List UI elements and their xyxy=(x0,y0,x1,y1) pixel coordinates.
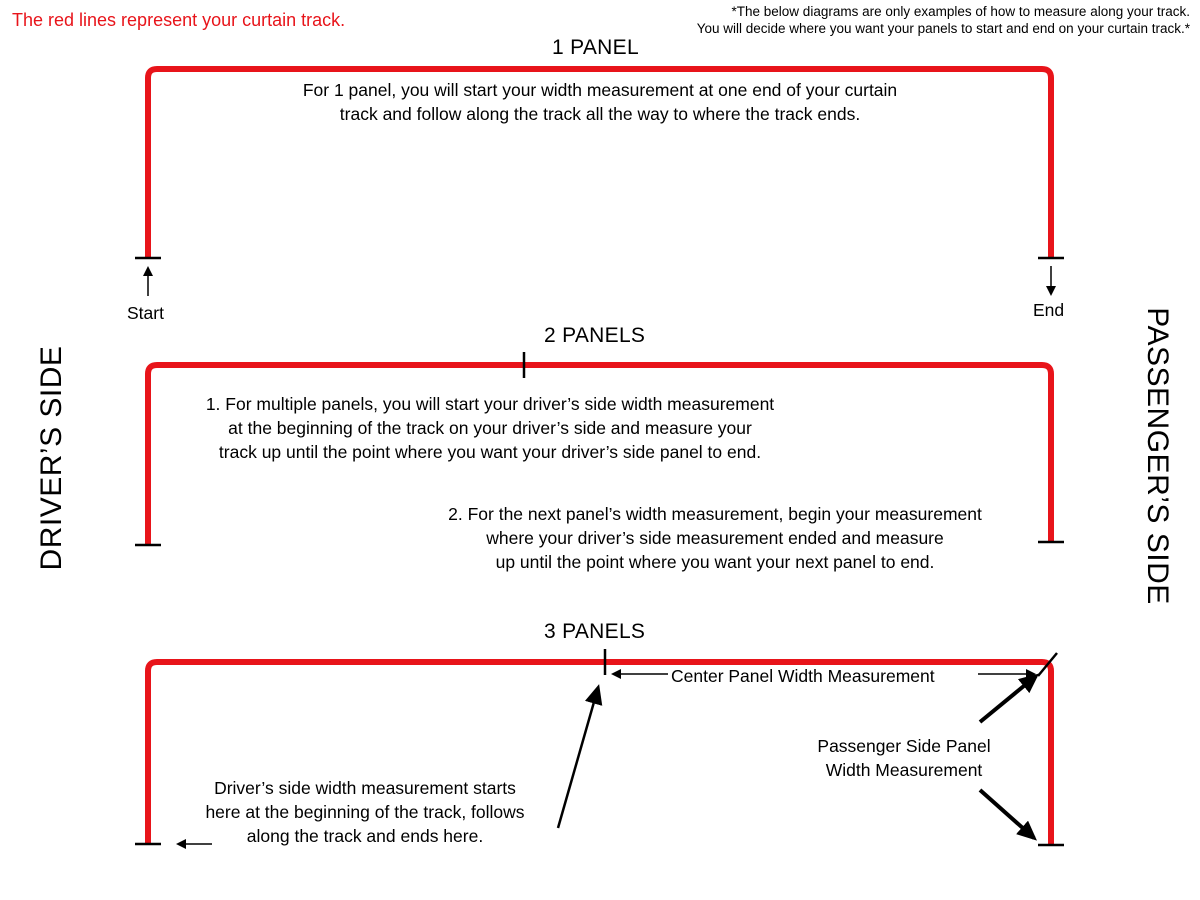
track-2-panels xyxy=(145,362,1054,545)
instruction-line: 1. For multiple panels, you will start y… xyxy=(205,394,775,414)
disclaimer-note: *The below diagrams are only examples of… xyxy=(570,3,1190,37)
passengers-side-label: PASSENGER’S SIDE xyxy=(1141,307,1174,605)
drivers-side-label: DRIVER’S SIDE xyxy=(35,345,68,571)
panel-1-instructions: For 1 panel, you will start your width m… xyxy=(220,78,980,126)
passenger-measure-down-arrow xyxy=(978,788,1037,841)
track-1-panel xyxy=(145,66,1054,258)
panel-3-title: 3 PANELS xyxy=(544,620,646,643)
track-3-panels xyxy=(145,659,1054,845)
driver-end-arrow xyxy=(556,684,603,829)
panel-2-step-1: 1. For multiple panels, you will start y… xyxy=(140,392,840,464)
disclaimer-line: *The below diagrams are only examples of… xyxy=(731,4,1190,19)
passenger-measure-up-arrow xyxy=(978,673,1040,724)
instruction-line: up until the point where you want your n… xyxy=(495,552,935,572)
panel-2-step-2: 2. For the next panel’s width measuremen… xyxy=(395,502,1035,574)
disclaimer-line: You will decide where you want your pane… xyxy=(696,21,1190,36)
instruction-line: track and follow along the track all the… xyxy=(339,104,861,124)
panel-2-title: 2 PANELS xyxy=(544,324,646,347)
center-panel-label: Center Panel Width Measurement xyxy=(671,666,935,686)
start-label: Start xyxy=(127,303,164,323)
instruction-line: where your driver’s side measurement end… xyxy=(486,528,944,548)
track-3-corner-mark xyxy=(1037,652,1058,677)
label-line: Driver’s side width measurement starts xyxy=(214,778,516,798)
instruction-line: 2. For the next panel’s width measuremen… xyxy=(448,504,982,524)
label-line: Width Measurement xyxy=(825,760,983,780)
label-line: here at the beginning of the track, foll… xyxy=(205,802,525,822)
instruction-line: at the beginning of the track on your dr… xyxy=(228,418,752,438)
passenger-panel-label: Passenger Side Panel Width Measurement xyxy=(784,734,1024,782)
label-line: along the track and ends here. xyxy=(246,826,484,846)
panel-1-title: 1 PANEL xyxy=(552,36,639,59)
end-label: End xyxy=(1033,300,1065,320)
driver-panel-label: Driver’s side width measurement starts h… xyxy=(170,776,560,848)
instruction-line: For 1 panel, you will start your width m… xyxy=(302,80,898,100)
label-line: Passenger Side Panel xyxy=(817,736,991,756)
track-color-note: The red lines represent your curtain tra… xyxy=(12,10,346,30)
instruction-line: track up until the point where you want … xyxy=(218,442,762,462)
